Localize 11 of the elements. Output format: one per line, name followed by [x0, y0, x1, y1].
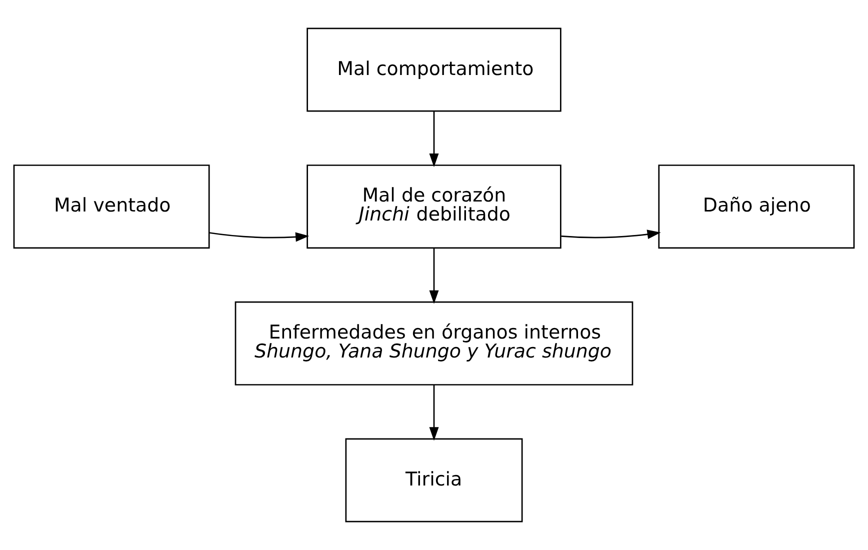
arrow	[429, 248, 439, 304]
arrow	[209, 232, 310, 242]
arrow	[429, 111, 439, 168]
node-box: Tiricia	[345, 438, 523, 522]
arrow	[561, 230, 661, 240]
node-box: Mal de corazón Jinchi debilitado	[306, 164, 562, 249]
node-box: Daño ajeno	[658, 164, 855, 249]
node-box: Enfermedades en órganos internos Shungo, Yana Shungo y Yurac shungo	[234, 301, 634, 386]
node-box: Mal comportamiento	[306, 28, 562, 112]
node-box: Mal ventado	[13, 164, 210, 249]
arrow	[429, 385, 439, 441]
